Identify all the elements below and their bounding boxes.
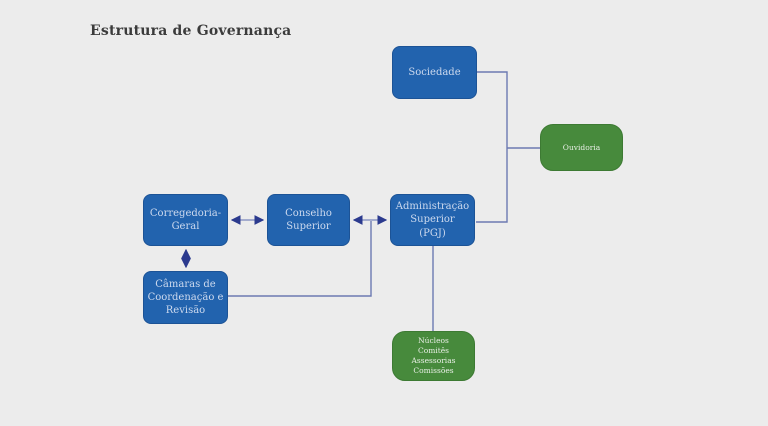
node-nucleos-comites-assessorias-comissoes-label: Núcleos Comitês Assessorias Comissões — [411, 336, 456, 375]
node-camaras-coordenacao-revisao-label: Câmaras de Coordenação e Revisão — [147, 278, 224, 317]
node-ouvidoria: Ouvidoria — [540, 124, 623, 171]
node-corregedoria-geral-label: Corregedoria- Geral — [149, 207, 222, 232]
node-conselho-superior-label: Conselho Superior — [285, 207, 332, 232]
edge-sociedade-administracao — [476, 71, 508, 223]
node-administracao-superior-pgj: Administração Superior (PGJ) — [390, 194, 475, 246]
node-corregedoria-geral: Corregedoria- Geral — [143, 194, 228, 246]
node-administracao-superior-pgj-label: Administração Superior (PGJ) — [395, 201, 470, 239]
node-sociedade: Sociedade — [392, 46, 477, 99]
node-camaras-coordenacao-revisao: Câmaras de Coordenação e Revisão — [143, 271, 228, 324]
node-conselho-superior: Conselho Superior — [267, 194, 350, 246]
diagram-title: Estrutura de Governança — [90, 23, 292, 39]
node-nucleos-comites-assessorias-comissoes: Núcleos Comitês Assessorias Comissões — [392, 331, 475, 381]
node-sociedade-label: Sociedade — [408, 66, 461, 78]
node-ouvidoria-label: Ouvidoria — [562, 142, 601, 152]
edge-camaras-join — [228, 221, 372, 297]
